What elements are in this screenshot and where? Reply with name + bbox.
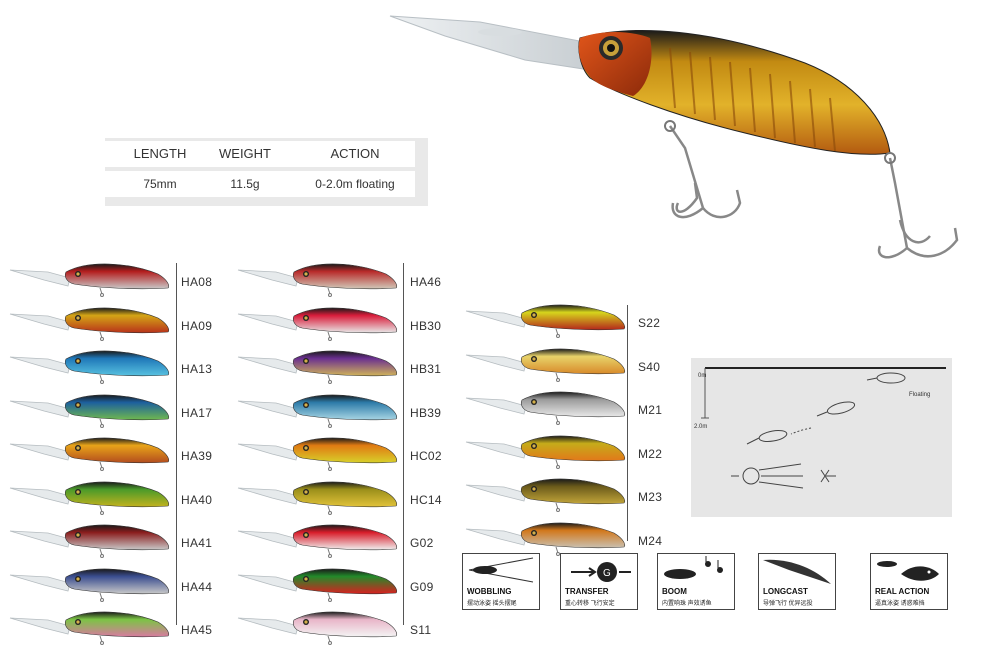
diagram-drawing: 0m 2.0m Floating <box>694 367 946 489</box>
lure-image <box>236 604 401 651</box>
color-code-label: HA44 <box>181 579 213 594</box>
lure-image <box>464 428 629 475</box>
lure-image <box>8 561 173 608</box>
hero-lure-image <box>389 15 959 259</box>
lure-image <box>8 430 173 477</box>
spec-value-row: 75mm 11.5g 0-2.0m floating <box>105 171 415 197</box>
color-code-label: M24 <box>638 533 663 548</box>
floating-label: Floating <box>909 392 930 398</box>
lure-image <box>8 604 173 651</box>
color-code-label: HC02 <box>410 449 442 463</box>
color-code-label: HA40 <box>181 492 213 507</box>
lure-image <box>8 300 173 347</box>
lure-image <box>464 471 629 518</box>
wobbling-icon <box>468 557 534 583</box>
color-code-label: HA39 <box>181 449 213 463</box>
feature-transfer: G TRANSFER 重心转移 飞行安定 <box>560 553 638 610</box>
depth-diagram: 0m 2.0m Floating <box>691 358 952 517</box>
color-code-label: S22 <box>638 316 661 330</box>
color-code-label: HB31 <box>410 362 442 376</box>
lure-image <box>464 515 629 562</box>
lure-image <box>8 474 173 521</box>
lure-image <box>464 341 629 388</box>
lure-image <box>236 517 401 564</box>
transfer-icon: G <box>571 562 631 582</box>
lure-image <box>236 343 401 390</box>
feature-title: WOBBLING <box>467 587 512 596</box>
lure-image <box>236 561 401 608</box>
longcast-icon <box>763 559 831 584</box>
color-code-label: M22 <box>638 446 663 461</box>
length-header: LENGTH <box>133 146 187 161</box>
feature-subtitle: 摆动泳姿 摇头摆尾 <box>467 601 517 607</box>
lure-image <box>464 384 629 431</box>
color-code-label: HA41 <box>181 536 213 550</box>
lure-image <box>236 430 401 477</box>
boom-icon <box>664 556 723 579</box>
color-code-label: HA45 <box>181 623 213 637</box>
color-code-label: M21 <box>638 403 663 417</box>
feature-title: REAL ACTION <box>875 587 930 596</box>
color-code-label: HA46 <box>410 275 442 289</box>
action-header: ACTION <box>330 146 380 161</box>
feature-subtitle: 内置响珠 声效诱鱼 <box>662 601 712 607</box>
color-code-label: S40 <box>638 359 661 374</box>
svg-text:G: G <box>603 568 611 579</box>
color-code-label: S11 <box>410 623 432 637</box>
depth-bottom-label: 2.0m <box>694 424 707 430</box>
spec-header-row: LENGTH WEIGHT ACTION <box>105 141 415 167</box>
spec-table: LENGTH WEIGHT ACTION 75mm 11.5g 0-2.0m f… <box>105 138 428 206</box>
lure-image <box>236 474 401 521</box>
feature-title: BOOM <box>662 587 687 596</box>
color-code-label: HA13 <box>181 362 213 376</box>
lure-image <box>8 256 173 303</box>
lure-image <box>464 297 629 344</box>
feature-boom: BOOM 内置响珠 声效诱鱼 <box>657 553 735 610</box>
column-divider <box>627 305 628 541</box>
feature-subtitle: 导弹飞行 优异远投 <box>763 601 813 607</box>
column-divider <box>176 263 177 625</box>
lure-image <box>236 256 401 303</box>
lure-image <box>236 387 401 434</box>
lure-image <box>8 387 173 434</box>
length-value: 75mm <box>143 177 177 191</box>
real-action-icon <box>877 561 939 581</box>
color-code-label: HC14 <box>410 492 442 507</box>
color-code-label: HA17 <box>181 405 213 420</box>
color-code-label: HA09 <box>181 318 213 333</box>
feature-longcast: LONGCAST 导弹飞行 优异远投 <box>758 553 836 610</box>
color-code-label: G02 <box>410 536 434 550</box>
feature-subtitle: 逼真泳姿 诱惑难挡 <box>875 601 925 607</box>
color-code-label: M23 <box>638 490 663 504</box>
feature-subtitle: 重心转移 飞行安定 <box>565 601 615 607</box>
depth-top-label: 0m <box>698 373 706 379</box>
color-code-label: HA08 <box>181 275 213 289</box>
color-code-label: HB30 <box>410 318 442 333</box>
lure-image <box>236 300 401 347</box>
feature-real-action: REAL ACTION 逼真泳姿 诱惑难挡 <box>870 553 948 610</box>
color-code-label: G09 <box>410 579 434 594</box>
feature-title: LONGCAST <box>763 587 808 596</box>
color-code-label: HB39 <box>410 405 442 420</box>
column-divider <box>403 263 404 625</box>
feature-title: TRANSFER <box>565 587 609 596</box>
lure-image <box>8 343 173 390</box>
lure-image <box>8 517 173 564</box>
feature-wobbling: WOBBLING 摆动泳姿 摇头摆尾 <box>462 553 540 610</box>
action-value: 0-2.0m floating <box>315 177 395 191</box>
weight-header: WEIGHT <box>219 146 271 161</box>
weight-value: 11.5g <box>230 177 260 191</box>
